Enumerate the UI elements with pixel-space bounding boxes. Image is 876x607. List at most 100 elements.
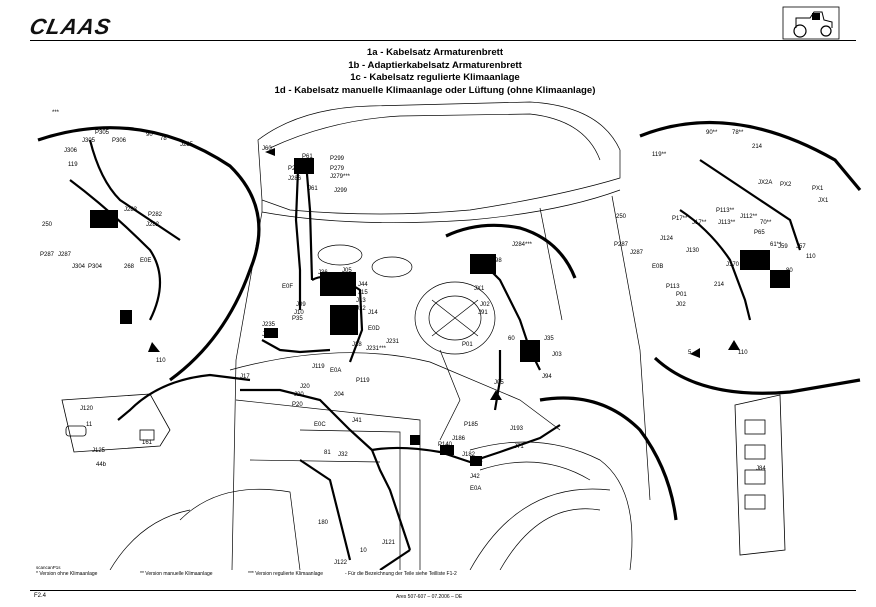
component-label: P140 [438,442,453,448]
component-label: 78 [160,136,167,142]
component-label: J124 [660,236,674,242]
component-label: 90** [706,130,718,136]
component-label: J113** [718,220,736,226]
component-label: 11 [86,422,93,428]
footnote-no-ac: * Version ohne Klimaanlage [36,571,98,577]
component-label: J282 [146,222,160,228]
component-label: J283 [124,207,138,213]
component-label: 119 [68,162,78,168]
component-label: J84 [756,466,766,472]
component-label: J17 [240,374,250,380]
component-label: J32 [338,452,348,458]
component-label: E0A [470,486,481,492]
component-label: J122 [334,560,348,566]
component-label: P287 [40,252,55,258]
component-label: J91 [478,310,488,316]
component-label: J42 [470,474,480,480]
connectors [90,158,790,466]
component-label: J287 [58,252,72,258]
component-label: J28 [352,342,362,348]
component-label: J20 [300,384,310,390]
component-label: J284*** [512,242,533,248]
header-rule [30,40,856,41]
component-label: P113** [716,208,735,214]
footnote-parts-list: - Für die Bezeichnung der Teile siehe Te… [345,571,457,577]
component-label: PX1 [812,186,824,192]
component-label: J05 [494,380,504,386]
title-1c: 1c - Kabelsatz regulierte Klimaanlage [350,72,520,84]
title-1d: 1d - Kabelsatz manuelle Klimaanlage oder… [274,84,596,96]
component-label: 161 [142,440,153,446]
component-label: 110 [806,254,816,260]
component-label: J130 [686,248,700,254]
title-1a: 1a - Kabelsatz Armaturenbrett [366,47,504,58]
wire-harness [69,139,802,570]
component-label: 250 [616,214,627,220]
component-label: P305 [95,130,110,136]
component-label: J98 [492,258,502,264]
component-label: J03 [342,276,352,282]
component-label: J235 [262,322,276,328]
title-block: 1a - Kabelsatz Armaturenbrett 1b - Adapt… [250,47,620,97]
component-label: 110 [738,350,748,356]
footnote-regulated-ac: *** Version regulierte Klimaanlage [248,571,324,577]
component-label: J57 [796,244,806,250]
component-label: P287 [614,242,629,248]
component-label: J41 [352,418,362,424]
component-label: J13 [356,298,366,304]
component-label: P17** [672,216,688,222]
component-label: J286 [288,176,302,182]
component-label: 119** [652,152,667,158]
component-label: J170 [726,262,740,268]
component-label: P306 [112,138,127,144]
tractor-icon [782,6,840,40]
stars-marker: *** [52,110,60,116]
component-label: 5 [688,350,692,356]
component-label: P185 [464,422,479,428]
component-label: E0A [330,368,341,374]
component-label: J186 [452,436,466,442]
drawing-reference-code: scancanP1s [36,565,61,570]
right-switch-panel [734,394,786,556]
claas-logo: CLAAS [27,14,114,39]
component-label: J299 [334,188,348,194]
component-label: J94 [542,374,552,380]
component-label: J125 [92,448,106,454]
component-label: J09 [296,302,306,308]
component-label: J05 [342,268,352,274]
footnote-manual-ac: ** Version manuelle Klimaanlage [140,571,213,577]
component-label: J306 [64,148,78,154]
component-label: P113 [666,284,680,290]
component-label: P283 [104,211,119,217]
component-label: 250 [42,222,53,228]
component-label: J17** [692,220,707,226]
component-label: 90 [146,132,153,138]
component-label: J112** [740,214,758,220]
component-label: P279 [330,166,345,172]
component-label: J182 [462,452,476,458]
component-label: 214 [714,282,725,288]
component-label: 180 [318,520,329,526]
component-label: J10 [294,310,304,316]
component-label: E0C [314,422,326,428]
component-label: P286 [288,166,303,172]
component-label: PX2 [780,182,792,188]
line-art [109,101,651,570]
component-label: J03 [552,352,562,358]
component-label: 60 [508,336,515,342]
detail-callouts [37,120,862,521]
component-label: J231 [386,339,400,345]
component-label: J36 [318,270,328,276]
component-label: J02 [480,302,490,308]
component-label: E0D [368,326,380,332]
component-label: 78** [732,130,744,136]
component-label: P42 [472,458,483,464]
footer-rule [30,590,856,591]
left-switch-panel [61,393,171,453]
component-label: JX1 [474,286,485,292]
component-label: J35 [544,336,554,342]
component-label: J59 [778,244,788,250]
component-label: JX1 [818,198,829,204]
